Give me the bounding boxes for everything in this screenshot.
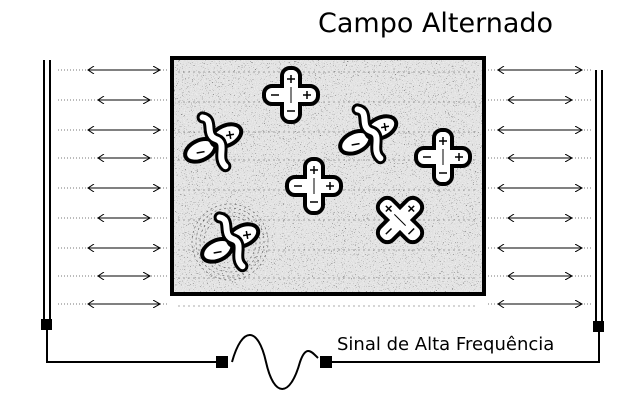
- signal-label: Sinal de Alta Frequência: [337, 334, 555, 355]
- sine-wave-source-icon: [231, 334, 319, 390]
- dipole-molecules: [183, 66, 472, 281]
- molecule-dipole-icon: [375, 195, 425, 245]
- molecule-rotating-icon: [183, 111, 244, 173]
- diagram-title: Campo Alternado: [318, 8, 554, 39]
- right-plate-electrode: [593, 70, 604, 332]
- left-plate-electrode: [41, 60, 52, 330]
- field-lines-right: [488, 70, 592, 304]
- molecule-dipole-icon: [414, 128, 472, 186]
- molecule-dipole-icon: [262, 66, 320, 124]
- terminal-left-icon: [216, 356, 228, 368]
- molecule-rotating-icon: [338, 103, 399, 165]
- terminal-right-icon: [320, 356, 332, 368]
- hf-circuit: [46, 330, 600, 390]
- molecule-dipole-icon: [285, 157, 343, 215]
- field-lines-left: [58, 70, 168, 304]
